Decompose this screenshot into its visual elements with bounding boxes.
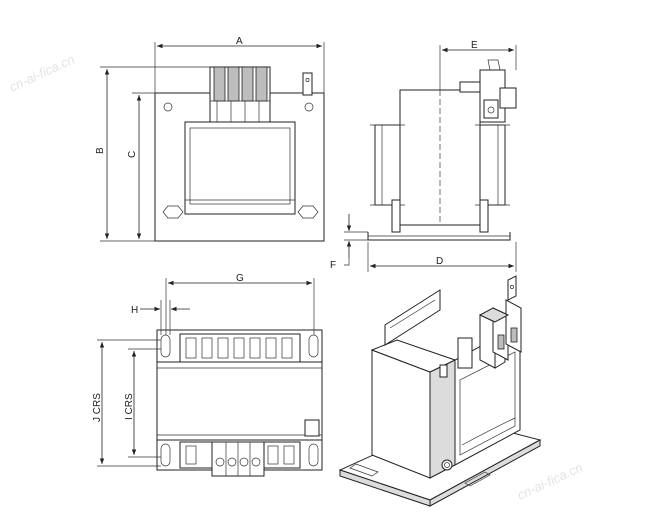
side-view	[367, 59, 517, 241]
label-e: E	[471, 40, 478, 51]
dimension-a: A	[154, 36, 325, 93]
label-i: I CRS	[124, 393, 135, 420]
iso-bolt	[441, 459, 453, 471]
slot-bottom-left	[160, 443, 171, 467]
front-hole-left	[163, 102, 173, 112]
label-g: G	[236, 273, 244, 284]
front-earth-tab	[302, 72, 313, 96]
dimension-c: C	[127, 92, 155, 239]
side-coil-left	[374, 124, 401, 206]
label-j: J CRS	[92, 393, 103, 422]
top-view	[156, 329, 323, 477]
front-view	[154, 66, 325, 242]
slot-bottom-right	[308, 443, 319, 467]
dimension-g: G	[165, 273, 315, 335]
label-h: H	[131, 305, 138, 316]
top-terminal-row	[179, 333, 301, 363]
dimension-i: I CRS	[124, 348, 161, 458]
slot-top-right	[308, 334, 319, 358]
watermark-top-left: cn-ai-fica.cn	[7, 52, 77, 95]
dimension-j: J CRS	[92, 339, 161, 467]
label-b: B	[95, 147, 106, 154]
front-nut-left	[162, 205, 184, 219]
dimension-b: B	[95, 66, 210, 242]
isometric-view	[338, 275, 542, 507]
label-d: D	[436, 256, 443, 267]
front-nut-right	[297, 205, 319, 219]
iso-earth-tab	[507, 275, 517, 301]
iso-terminals	[457, 299, 522, 369]
watermark-bottom-right: cn-ai-fica.cn	[515, 460, 585, 503]
dimension-e: E	[439, 40, 517, 90]
label-a: A	[236, 36, 243, 47]
dimension-f: F	[330, 214, 368, 271]
front-hole-right	[304, 102, 314, 112]
slot-top-left	[160, 334, 171, 358]
label-f: F	[330, 260, 336, 271]
label-c: C	[127, 151, 138, 158]
side-coil-right	[479, 124, 506, 206]
dimension-h: H	[131, 300, 190, 335]
top-earth-tab	[304, 419, 320, 437]
front-core-window	[184, 121, 296, 215]
dimension-d: D	[367, 242, 517, 272]
